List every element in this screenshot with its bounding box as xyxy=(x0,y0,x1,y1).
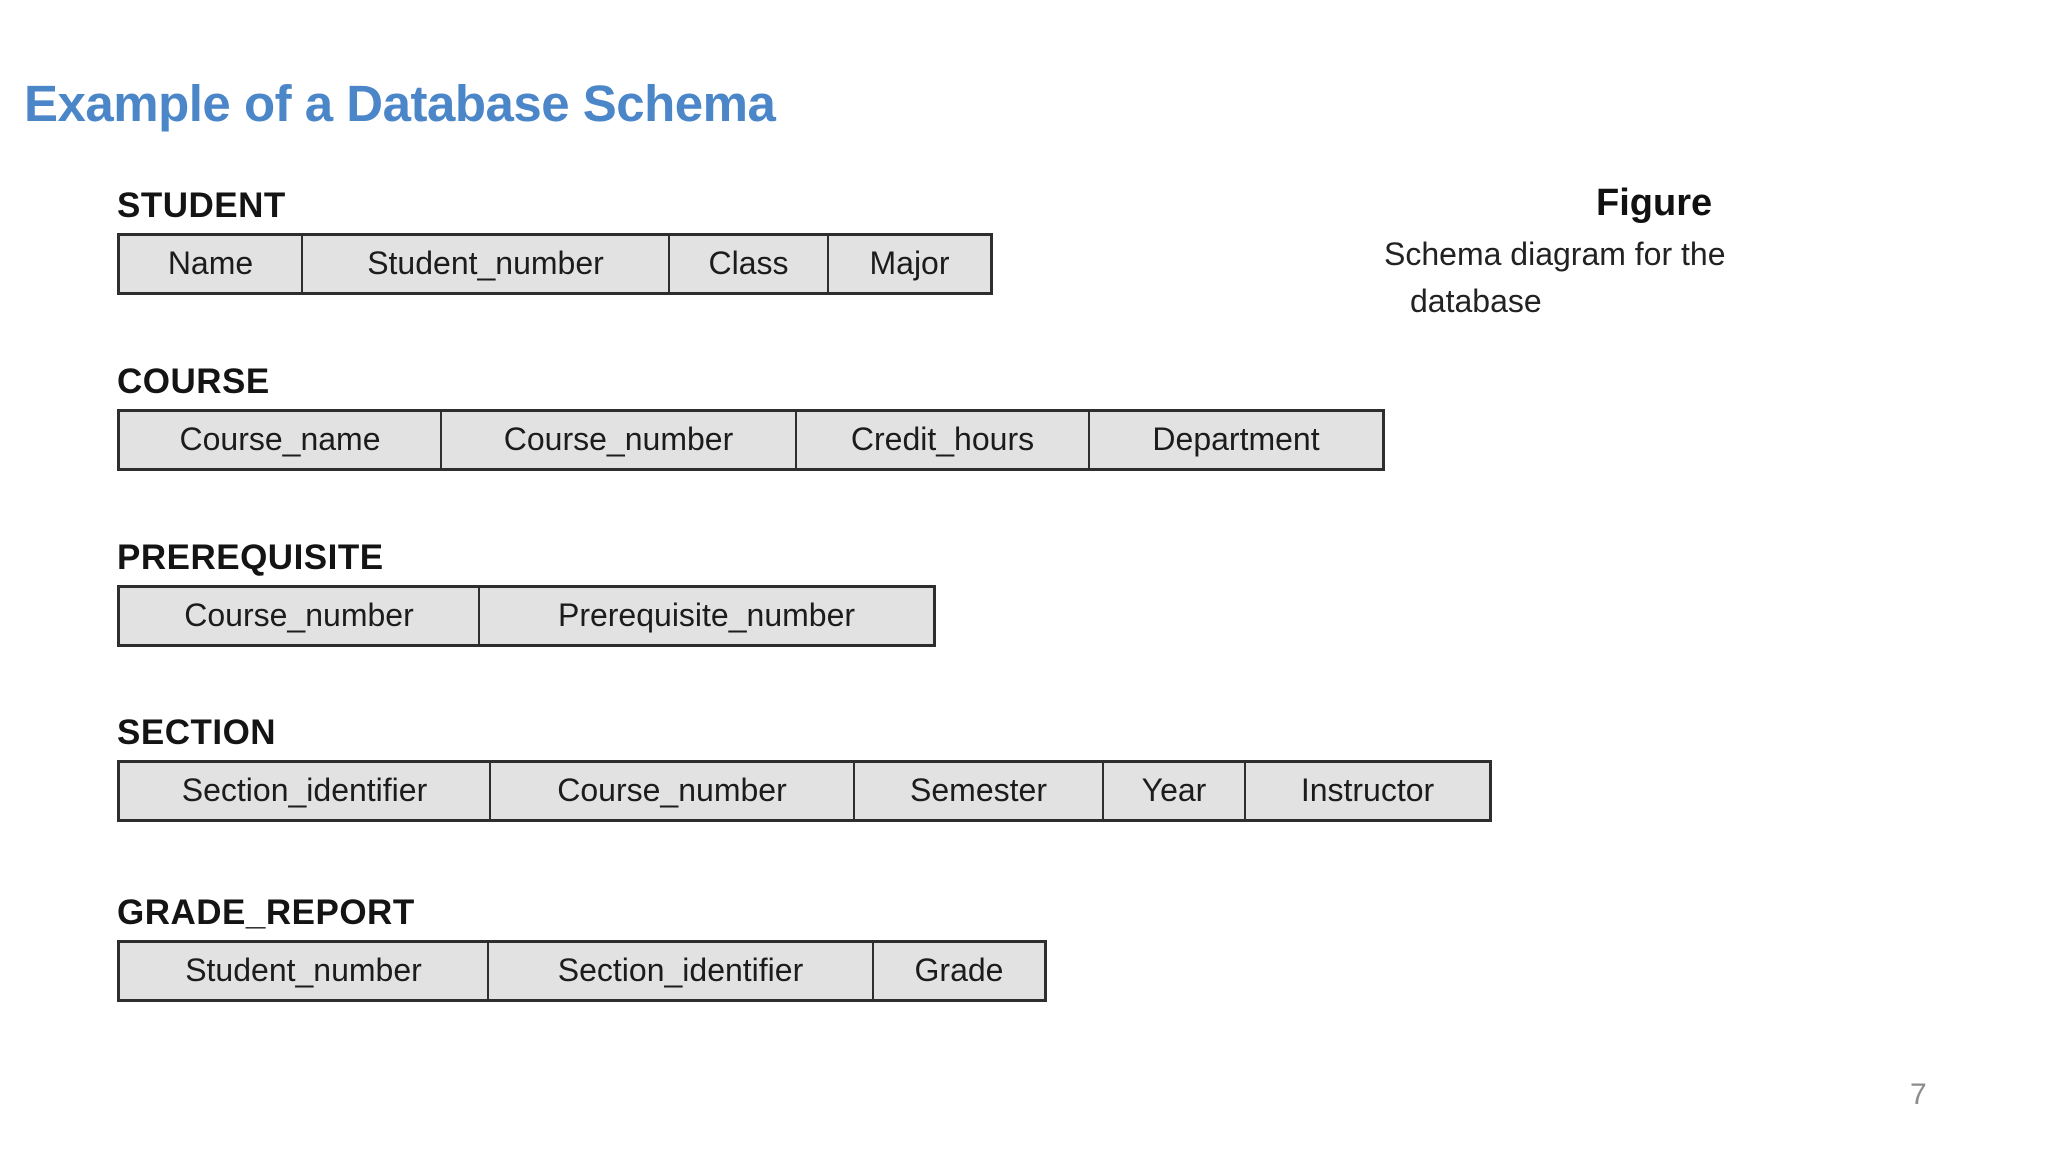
table-row: Course_name Course_number Credit_hours D… xyxy=(117,409,1385,471)
field-cell: Semester xyxy=(855,763,1104,819)
field-cell: Student_number xyxy=(303,236,670,292)
schema-table-section: SECTION Section_identifier Course_number… xyxy=(117,713,1492,822)
field-cell: Year xyxy=(1104,763,1246,819)
page-number: 7 xyxy=(1910,1078,1927,1111)
schema-table-course: COURSE Course_name Course_number Credit_… xyxy=(117,362,1385,471)
table-name-course: COURSE xyxy=(117,362,270,401)
schema-table-grade-report: GRADE_REPORT Student_number Section_iden… xyxy=(117,893,1047,1002)
table-name-prerequisite: PREREQUISITE xyxy=(117,538,384,577)
table-row: Student_number Section_identifier Grade xyxy=(117,940,1047,1002)
page-title: Example of a Database Schema xyxy=(24,75,776,133)
field-cell: Course_number xyxy=(442,412,797,468)
figure-caption-title: Figure xyxy=(1596,182,1713,224)
schema-table-prerequisite: PREREQUISITE Course_number Prerequisite_… xyxy=(117,538,936,647)
field-cell: Major xyxy=(829,236,990,292)
table-row: Name Student_number Class Major xyxy=(117,233,993,295)
table-name-section: SECTION xyxy=(117,713,277,752)
table-row: Section_identifier Course_number Semeste… xyxy=(117,760,1492,822)
field-cell: Credit_hours xyxy=(797,412,1090,468)
field-cell: Course_number xyxy=(491,763,855,819)
field-cell: Course_name xyxy=(120,412,442,468)
field-cell: Student_number xyxy=(120,943,489,999)
field-cell: Grade xyxy=(874,943,1044,999)
table-row: Course_number Prerequisite_number xyxy=(117,585,936,647)
field-cell: Prerequisite_number xyxy=(480,588,933,644)
schema-table-student: STUDENT Name Student_number Class Major xyxy=(117,186,993,295)
field-cell: Name xyxy=(120,236,303,292)
figure-caption-line1: Schema diagram for the xyxy=(1384,236,1726,272)
table-name-student: STUDENT xyxy=(117,186,286,225)
field-cell: Section_identifier xyxy=(489,943,874,999)
table-name-grade-report: GRADE_REPORT xyxy=(117,893,415,932)
field-cell: Instructor xyxy=(1246,763,1489,819)
field-cell: Department xyxy=(1090,412,1382,468)
figure-caption-line2: database xyxy=(1410,283,1542,319)
field-cell: Class xyxy=(670,236,829,292)
field-cell: Section_identifier xyxy=(120,763,491,819)
field-cell: Course_number xyxy=(120,588,480,644)
